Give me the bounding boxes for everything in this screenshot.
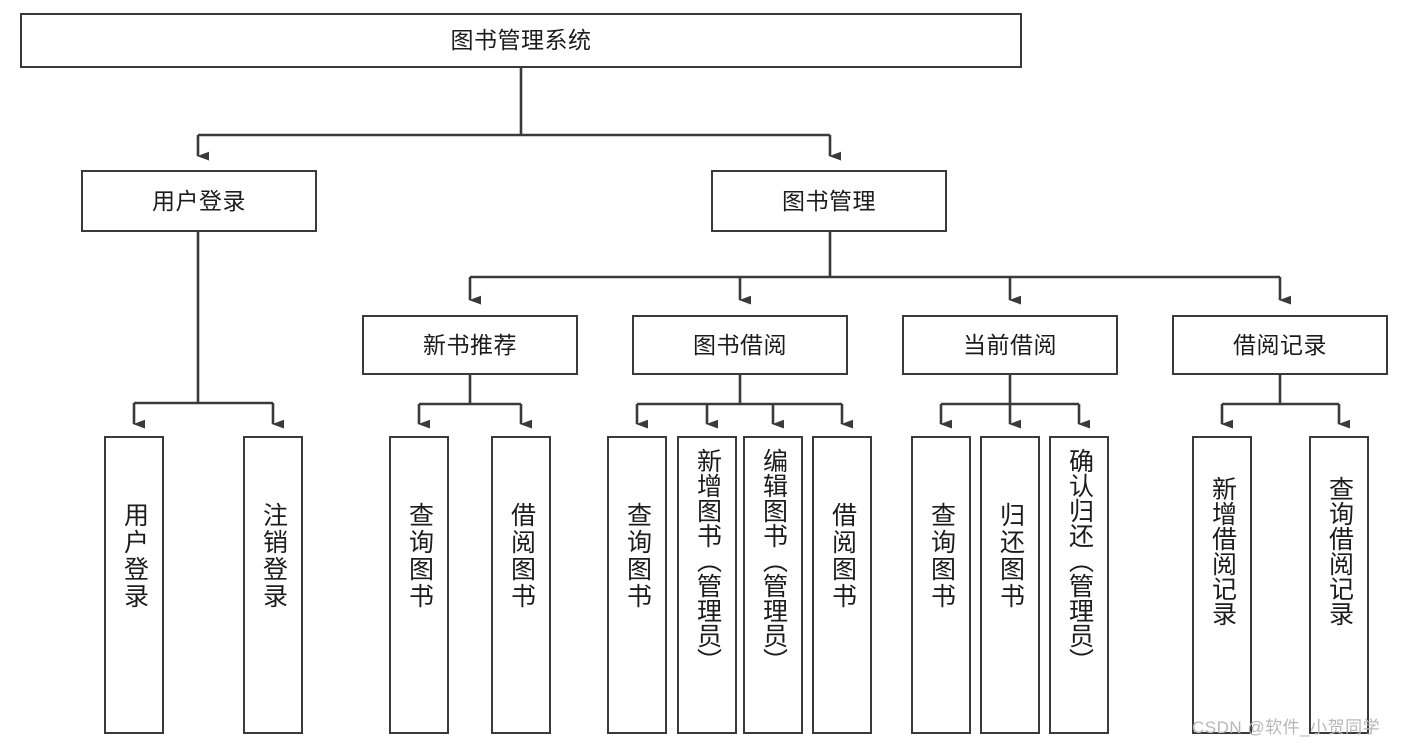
node-leaf-edit-book-label: 编辑图书（管理员） [759, 448, 788, 673]
node-leaf-user-login-label: 用户登录 [120, 502, 149, 610]
node-book-manage-label: 图书管理 [782, 187, 876, 214]
node-book-manage[interactable]: 图书管理 [711, 170, 947, 232]
node-current-borrow[interactable]: 当前借阅 [902, 315, 1118, 375]
node-leaf-query-book-1[interactable]: 查询图书 [389, 436, 449, 734]
node-leaf-add-book[interactable]: 新增图书（管理员） [677, 436, 737, 734]
node-leaf-return-book[interactable]: 归还图书 [980, 436, 1040, 734]
node-leaf-query-book-3[interactable]: 查询图书 [911, 436, 971, 734]
node-user-login-label: 用户登录 [152, 187, 246, 214]
node-leaf-borrow-book-1-label: 借阅图书 [507, 502, 536, 610]
node-leaf-add-record-label: 新增借阅记录 [1208, 476, 1237, 626]
node-leaf-return-book-label: 归还图书 [996, 502, 1025, 610]
node-user-login[interactable]: 用户登录 [81, 170, 317, 232]
node-leaf-borrow-book-1[interactable]: 借阅图书 [491, 436, 551, 734]
node-book-borrow-label: 图书借阅 [693, 331, 787, 358]
node-leaf-query-record-label: 查询借阅记录 [1325, 476, 1354, 626]
node-leaf-confirm-return[interactable]: 确认归还（管理员） [1049, 436, 1109, 734]
node-new-book-recommend-label: 新书推荐 [423, 331, 517, 358]
node-root[interactable]: 图书管理系统 [20, 13, 1022, 68]
node-leaf-logout-login-label: 注销登录 [259, 502, 288, 610]
node-leaf-query-book-1-label: 查询图书 [405, 502, 434, 610]
watermark-text: CSDN @软件_小贺同学 [1192, 718, 1381, 737]
node-borrow-record[interactable]: 借阅记录 [1172, 315, 1388, 375]
node-leaf-query-book-2-label: 查询图书 [623, 502, 652, 610]
node-book-borrow[interactable]: 图书借阅 [632, 315, 848, 375]
node-leaf-query-record[interactable]: 查询借阅记录 [1309, 436, 1369, 734]
node-leaf-confirm-return-label: 确认归还（管理员） [1065, 448, 1094, 673]
node-leaf-add-book-label: 新增图书（管理员） [693, 448, 722, 673]
node-new-book-recommend[interactable]: 新书推荐 [362, 315, 578, 375]
node-root-label: 图书管理系统 [450, 27, 592, 54]
node-current-borrow-label: 当前借阅 [963, 331, 1057, 358]
node-leaf-query-book-2[interactable]: 查询图书 [607, 436, 667, 734]
node-borrow-record-label: 借阅记录 [1233, 331, 1327, 358]
node-leaf-query-book-3-label: 查询图书 [927, 502, 956, 610]
node-leaf-logout-login[interactable]: 注销登录 [243, 436, 303, 734]
node-leaf-borrow-book-2-label: 借阅图书 [828, 502, 857, 610]
node-leaf-borrow-book-2[interactable]: 借阅图书 [812, 436, 872, 734]
node-leaf-edit-book[interactable]: 编辑图书（管理员） [743, 436, 803, 734]
node-leaf-add-record[interactable]: 新增借阅记录 [1192, 436, 1252, 734]
node-leaf-user-login[interactable]: 用户登录 [104, 436, 164, 734]
